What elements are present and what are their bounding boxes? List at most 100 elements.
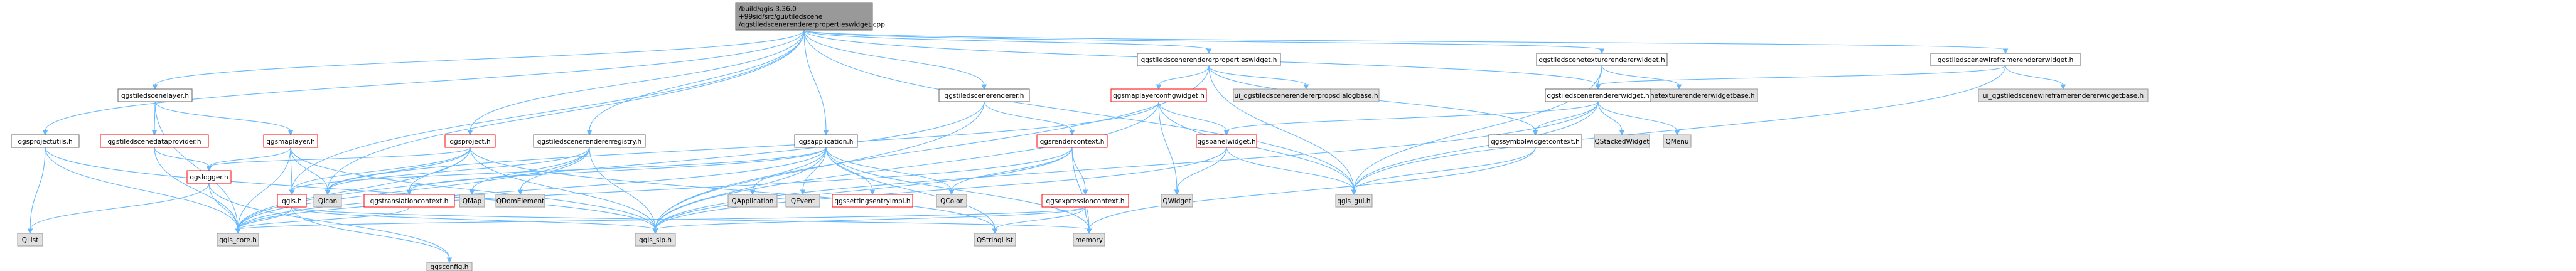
node-label: qgsprojectutils.h (18, 138, 72, 146)
edge-line (752, 147, 827, 191)
edge-root-to-app (803, 29, 829, 136)
node-qapp[interactable]: QApplication (727, 194, 778, 208)
node-qdom[interactable]: QDomElement (495, 194, 545, 208)
node-qlist[interactable]: QList (17, 233, 43, 247)
arrowhead-icon (1676, 84, 1682, 90)
edge-line (1158, 101, 1227, 132)
node-qcolor[interactable]: QColor (936, 194, 967, 208)
edge-trw-to-uitr (1601, 65, 1682, 90)
node-box (1196, 134, 1257, 148)
node-trw[interactable]: qgstiledscenetexturerendererwidget.h (1536, 53, 1668, 66)
node-panel[interactable]: qgspanelwidget.h (1196, 134, 1257, 148)
node-rctx[interactable]: qgsrendercontext.h (1036, 134, 1108, 148)
edge-rpw-to-mlcw (1156, 65, 1210, 90)
node-wfr[interactable]: qgstiledscenewireframerendererwidget.h (1930, 53, 2081, 66)
arrowhead-icon (325, 189, 331, 196)
node-box (426, 262, 473, 271)
node-box (938, 88, 1030, 102)
edge-line (1071, 147, 1090, 230)
node-ectx[interactable]: qgsexpressioncontext.h (1041, 194, 1129, 208)
node-trans[interactable]: qgstranslationcontext.h (363, 194, 455, 208)
edge-line (154, 101, 239, 230)
edge-line (1085, 206, 1090, 230)
edge-line (290, 147, 292, 191)
arrowhead-icon (467, 130, 473, 136)
node-label: qgspanelwidget.h (1197, 138, 1255, 146)
node-qgish[interactable]: qgis.h (277, 194, 307, 208)
edge-line (208, 183, 450, 259)
node-qgisconfig[interactable]: qgsconfig.h (426, 262, 473, 271)
edge-line (45, 29, 805, 132)
node-label: qgstiledscenetexturerendererwidget.h (1538, 56, 1665, 64)
arrowhead-icon (235, 228, 241, 235)
edge-line (208, 147, 471, 167)
edge-line (237, 147, 291, 230)
node-label: /build/qgis-3.36.0 (739, 6, 797, 13)
node-box (1137, 53, 1281, 66)
arrowhead-icon (586, 130, 593, 136)
arrowhead-icon (1619, 130, 1625, 136)
node-qstringlist[interactable]: QStringList (974, 233, 1016, 247)
node-qgissip[interactable]: qgis_sip.h (635, 233, 676, 247)
edge-root-to-wfr (803, 29, 2009, 55)
edge-line (1353, 147, 1536, 191)
node-settings[interactable]: qgssettingsentryimpl.h (832, 194, 913, 208)
node-qmenu[interactable]: QMenu (1663, 134, 1692, 148)
node-rw[interactable]: qgstiledscenerendererwidget.h (1545, 88, 1651, 102)
edge-proj-to-trans (406, 147, 471, 196)
node-logger[interactable]: qgslogger.h (186, 170, 232, 184)
node-rpw[interactable]: qgstiledscenerendererpropertieswidget.h (1137, 53, 1281, 66)
node-box (794, 134, 858, 148)
node-box (1041, 194, 1129, 208)
node-box (533, 134, 646, 148)
node-tsdp[interactable]: qgstiledscenedataprovider.h (100, 134, 209, 148)
edge-line (327, 147, 590, 191)
node-box (832, 194, 913, 208)
node-ml[interactable]: qgsmaplayer.h (263, 134, 318, 148)
edge-rw-to-qmenu (1597, 101, 1680, 136)
arrowhead-icon (1082, 189, 1088, 196)
node-box (1488, 134, 1582, 148)
node-label: QEvent (791, 198, 815, 205)
edge-line (327, 29, 805, 191)
edge-line (154, 101, 291, 132)
node-qpu[interactable]: qgsprojectutils.h (11, 134, 80, 148)
edge-wfr-to-uiwf (2005, 65, 2066, 90)
edge-line (30, 183, 210, 230)
node-app[interactable]: qgsapplication.h (794, 134, 858, 148)
node-uirp[interactable]: ui_qgstiledscenerendererpropsdialogbase.… (1233, 88, 1380, 102)
node-label: qgstranslationcontext.h (370, 198, 449, 205)
node-qstacked[interactable]: QStackedWidget (1594, 134, 1650, 148)
edge-line (1353, 65, 1602, 191)
node-label: QDomElement (496, 198, 544, 205)
arrowhead-icon (287, 130, 294, 136)
node-qmap[interactable]: QMap (459, 194, 485, 208)
arrowhead-icon (446, 257, 453, 263)
edge-line (45, 147, 239, 230)
node-box (735, 2, 873, 31)
node-mlcw[interactable]: qgsmaplayerconfigwidget.h (1110, 88, 1207, 102)
edge-rw-to-qstacked (1597, 101, 1625, 136)
node-renderer[interactable]: qgstiledscenerenderer.h (938, 88, 1030, 102)
node-qevent[interactable]: QEvent (785, 194, 820, 208)
node-tsl[interactable]: qgstiledscenelayer.h (117, 88, 193, 102)
edge-mlcw-to-qgisgui (1158, 101, 1357, 196)
node-memory[interactable]: memory (1073, 233, 1105, 247)
edge-app-to-settings (825, 147, 876, 196)
arrowhead-icon (948, 189, 955, 196)
edge-line (825, 147, 996, 230)
edge-tsl-to-tsdp (151, 101, 158, 136)
edge-line (1601, 65, 1680, 86)
edge-layer (27, 29, 2066, 263)
node-qicon[interactable]: QIcon (313, 194, 342, 208)
node-root: /build/qgis-3.36.0+99sid/src/gui/tiledsc… (735, 2, 885, 31)
node-swc[interactable]: qgssymbolwidgetcontext.h (1488, 134, 1582, 148)
node-qgisgui[interactable]: qgis_gui.h (1335, 194, 1373, 208)
node-proj[interactable]: qgsproject.h (444, 134, 496, 148)
node-qwidget[interactable]: QWidget (1161, 194, 1193, 208)
edge-line (1353, 101, 1599, 191)
node-qgiscore[interactable]: qgis_core.h (217, 233, 259, 247)
node-reg[interactable]: qgstiledscenerendererregistry.h (533, 134, 646, 148)
node-uiwf[interactable]: ui_qgstiledscenewireframerendererwidgetb… (1978, 88, 2149, 102)
node-box (1073, 233, 1105, 247)
